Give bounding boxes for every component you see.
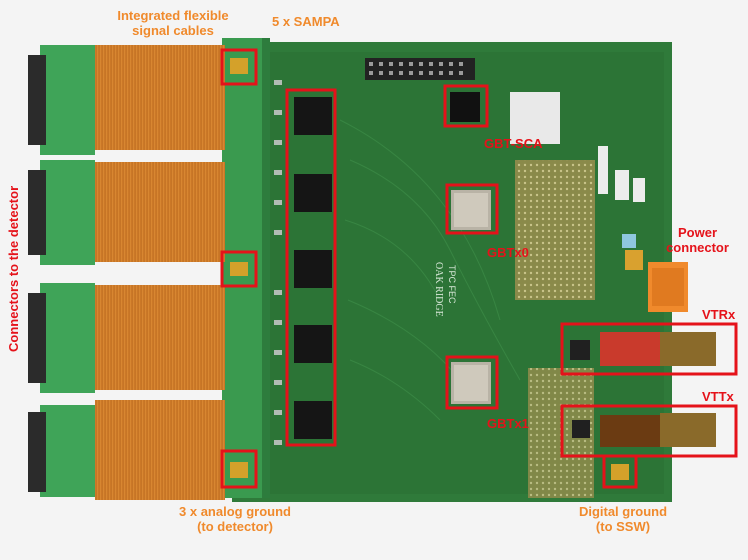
label-digital-ground: Digital ground (to SSW) <box>568 504 678 534</box>
highlight-gbtx1 <box>445 355 499 410</box>
analog-ground-pad <box>230 462 248 478</box>
sampa-chips <box>294 97 332 439</box>
highlight-gbtx0 <box>445 183 499 235</box>
label-digital-line2: (to SSW) <box>595 519 651 534</box>
label-power-line1: Power <box>677 225 717 240</box>
highlight-gbt-sca <box>443 84 489 128</box>
highlight-analog-ground-top <box>220 48 258 86</box>
highlight-vtrx <box>560 322 738 376</box>
label-vtrx: VTRx <box>702 307 736 322</box>
label-analog-line2: (to detector) <box>197 519 273 534</box>
label-gbt-sca: GBT-SCA <box>484 136 543 151</box>
label-digital-line1: Digital ground <box>578 504 668 519</box>
analog-ground-pad <box>230 262 248 276</box>
label-analog-line1: 3 x analog ground <box>179 504 291 519</box>
vttx-module <box>600 415 660 447</box>
highlight-analog-ground-bottom <box>220 449 258 489</box>
analog-ground-pad <box>230 58 248 74</box>
highlight-sampa <box>285 88 337 447</box>
highlight-vttx <box>560 404 738 458</box>
digital-ground-pad <box>611 464 629 480</box>
highlight-digital-ground <box>602 454 638 489</box>
label-analog-ground: 3 x analog ground (to detector) <box>170 504 300 534</box>
gbt-sca-chip <box>450 92 480 122</box>
label-gbtx1: GBTx1 <box>487 416 529 431</box>
label-vttx: VTTx <box>702 389 734 404</box>
label-sampa: 5 x SAMPA <box>272 14 340 29</box>
label-flex-cables-line1: Integrated flexible <box>117 8 229 23</box>
board-logo-text: OAK RIDGE <box>433 262 444 317</box>
label-gbtx0: GBTx0 <box>487 245 529 260</box>
label-flex-cables-line2: signal cables <box>132 23 214 38</box>
flex-cable-group <box>28 45 225 500</box>
label-power-line2: connector <box>666 240 729 255</box>
vtrx-module <box>600 332 660 366</box>
label-power-connector: Power connector <box>650 225 745 255</box>
board-name-text: TPC FEC <box>447 265 457 304</box>
highlight-analog-ground-mid <box>220 250 258 288</box>
label-connectors: Connectors to the detector <box>6 185 21 352</box>
label-flex-cables: Integrated flexible signal cables <box>98 8 248 38</box>
